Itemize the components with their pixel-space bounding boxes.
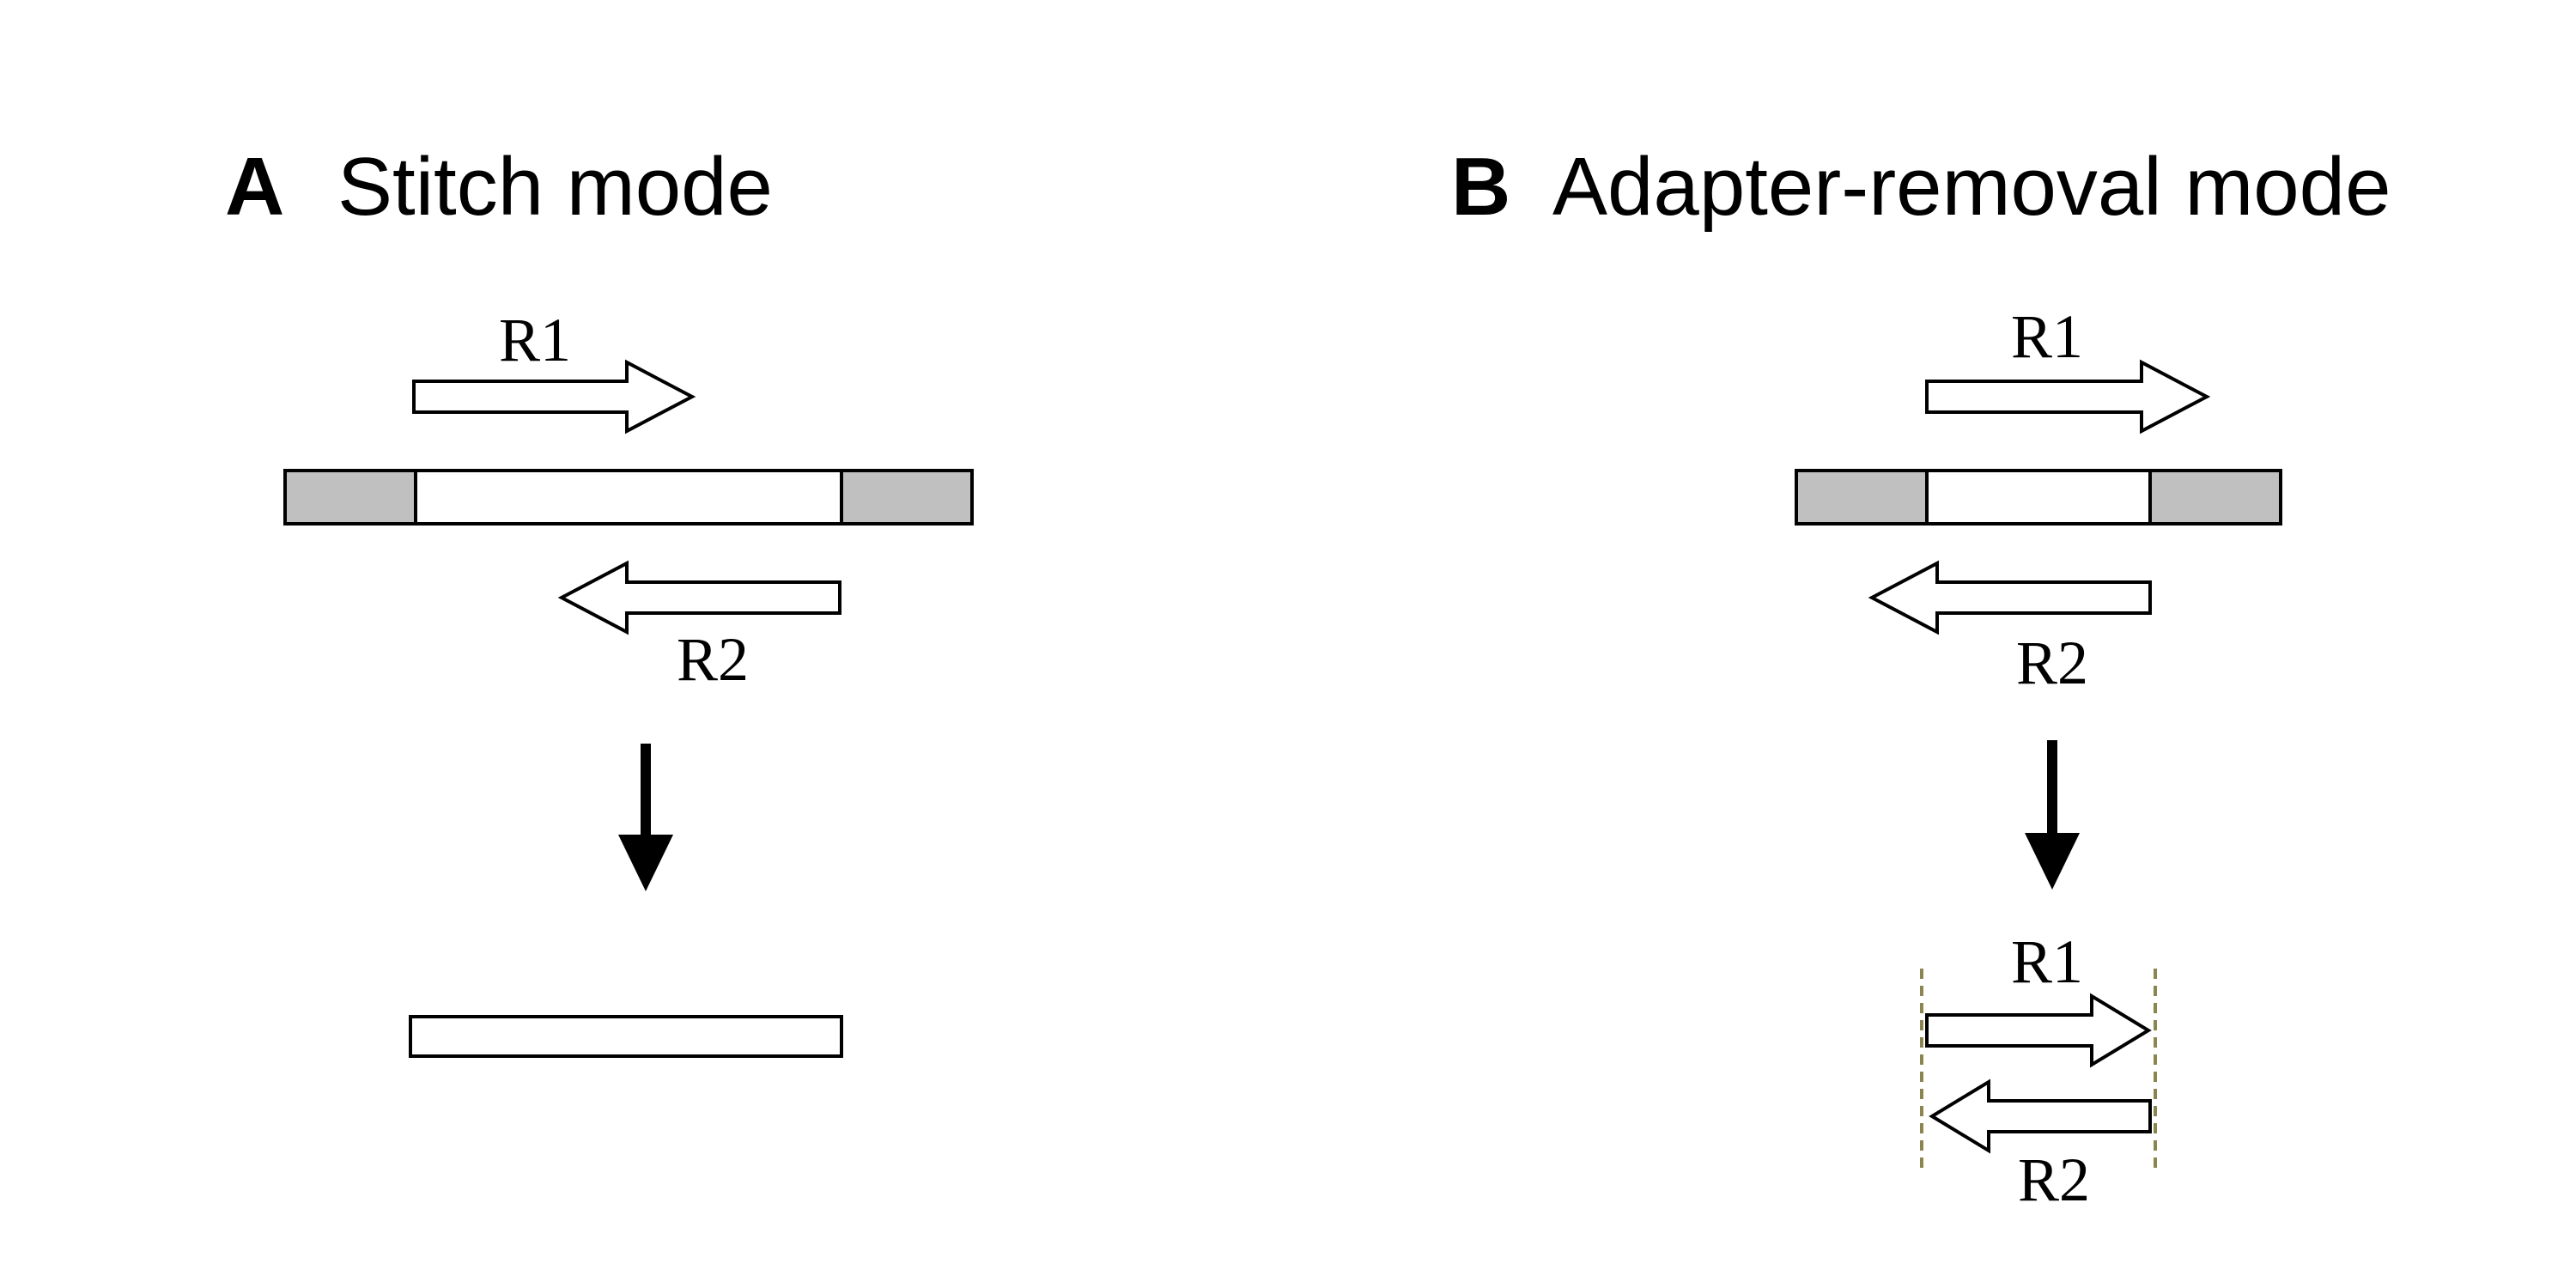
panel-b-adapter-removal-mode: B Adapter-removal mode R1 R2 R1 R2 — [1451, 141, 2391, 1214]
panel-b-trimmed-r1-arrow — [1925, 993, 2152, 1068]
panel-b-fragment — [1795, 469, 2282, 526]
panel-b-letter: B — [1451, 141, 1510, 233]
panel-b-title: Adapter-removal mode — [1552, 141, 2391, 233]
panel-a-left-adapter — [283, 469, 417, 526]
panel-b-r1-forward-arrow — [1925, 359, 2211, 434]
panel-a-stitched-read — [409, 1015, 843, 1058]
panel-b-r2-bottom-label: R2 — [2018, 1145, 2090, 1214]
panel-a-r1-forward-arrow — [412, 359, 696, 434]
panel-b-r2-reverse-arrow — [1868, 560, 2152, 635]
panel-a-insert — [414, 469, 843, 526]
panel-a-r2-reverse-arrow — [557, 560, 841, 635]
panel-b-r2-top-label: R2 — [2016, 629, 2088, 697]
panel-a-letter: A — [225, 141, 284, 233]
panel-b-r1-top-label: R1 — [2011, 302, 2083, 371]
panel-a-title: Stitch mode — [337, 141, 773, 233]
panel-b-right-adapter — [2148, 469, 2282, 526]
panel-a-process-arrow-icon — [618, 744, 673, 891]
panel-b-insert — [1925, 469, 2152, 526]
panel-a-stitch-mode: A Stitch mode R1 R2 — [225, 141, 974, 1058]
panel-b-trimmed-r2-arrow — [1929, 1078, 2152, 1154]
panel-b-left-adapter — [1795, 469, 1929, 526]
panel-a-r2-label: R2 — [677, 625, 749, 694]
panel-a-r1-label: R1 — [499, 306, 571, 374]
panel-b-process-arrow-icon — [2025, 740, 2080, 890]
panel-a-right-adapter — [840, 469, 974, 526]
panel-a-fragment — [283, 469, 974, 526]
panel-b-r1-bottom-label: R1 — [2011, 927, 2083, 996]
